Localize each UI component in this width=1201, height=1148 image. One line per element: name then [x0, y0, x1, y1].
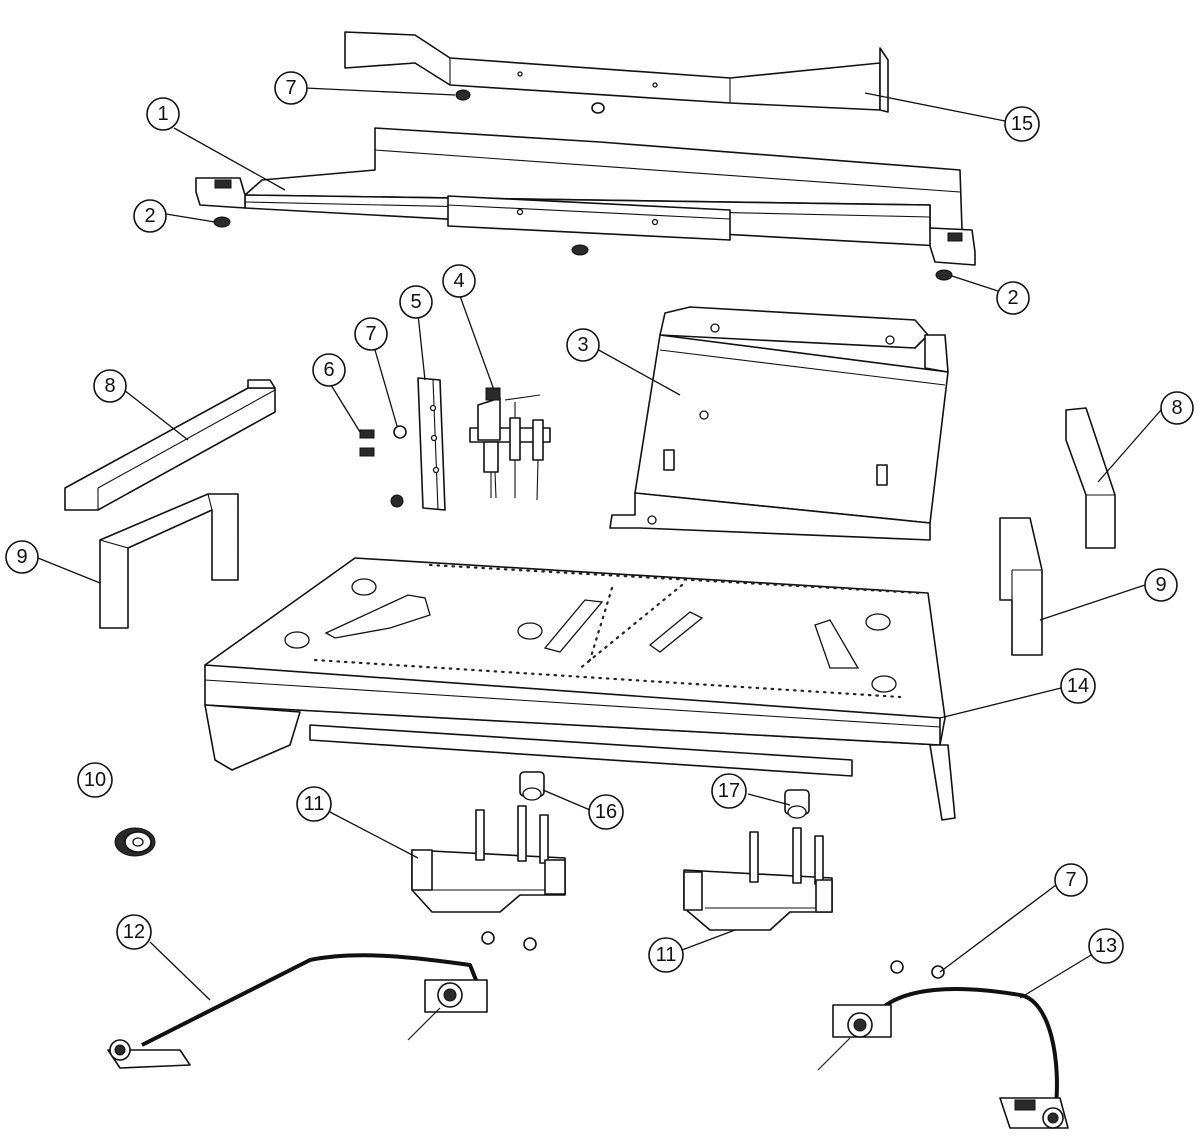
part-11-bracket-left: [411, 805, 566, 913]
callout-label: 2: [1007, 287, 1018, 309]
nut-7-bracket-top: [393, 425, 407, 439]
callout-9-right: 9: [1144, 568, 1178, 602]
callout-17: 17: [711, 773, 747, 809]
callout-5: 5: [399, 285, 433, 319]
callout-1: 1: [146, 97, 180, 131]
callout-label: 8: [1171, 397, 1182, 419]
callout-label: 11: [304, 793, 325, 815]
callout-label: 8: [104, 375, 115, 397]
callout-3: 3: [566, 328, 600, 362]
callout-label: 2: [144, 205, 155, 227]
callout-label: 9: [16, 546, 27, 568]
nut-7-bracket-bottom: [390, 494, 404, 508]
callout-label: 16: [595, 801, 617, 823]
callout-label: 14: [1067, 675, 1089, 697]
part-9-bracket-left: [99, 493, 239, 629]
callout-label: 7: [365, 323, 376, 345]
nut-7-top-left: [455, 89, 471, 101]
callout-label: 4: [453, 270, 464, 292]
callout-14: 14: [1060, 668, 1096, 704]
part-17-orifice: [784, 789, 810, 819]
part-8-bracket-right: [1065, 407, 1116, 549]
part-16-orifice: [519, 771, 545, 801]
callout-label: 11: [656, 944, 677, 966]
callout-label: 6: [323, 359, 334, 381]
callout-label: 5: [410, 291, 421, 313]
callout-15: 15: [1004, 106, 1040, 142]
callout-4: 4: [442, 264, 476, 298]
callout-label: 9: [1155, 574, 1166, 596]
nuts-right: [890, 960, 945, 979]
screws-6: [359, 429, 375, 457]
part-4-pilot-assembly: [469, 387, 551, 501]
callout-label: 7: [1065, 869, 1076, 891]
callout-7-bracket: 7: [354, 317, 388, 351]
callout-16: 16: [588, 794, 624, 830]
nut-2-center: [571, 244, 589, 256]
callout-label: 13: [1095, 935, 1117, 957]
callout-10: 10: [77, 762, 113, 798]
callout-7-right: 7: [1054, 863, 1088, 897]
nut-2-right: [935, 269, 953, 281]
callout-label: 7: [285, 77, 296, 99]
callout-label: 15: [1011, 113, 1033, 135]
part-5-mounting-bracket: [417, 377, 446, 511]
leader-lines: [37, 87, 1162, 1001]
callout-9-left: 9: [5, 540, 39, 574]
callout-11-right: 11: [648, 937, 684, 973]
part-1-support-rail: [195, 127, 976, 266]
callout-label: 3: [577, 334, 588, 356]
callout-label: 1: [157, 103, 168, 125]
part-10-grommet: [114, 827, 156, 857]
callout-8-left: 8: [93, 369, 127, 403]
nut-7-top-right: [591, 102, 605, 114]
part-15-heat-shield: [344, 31, 889, 113]
part-8-bracket-left: [64, 379, 276, 511]
part-11-bracket-right: [683, 827, 833, 931]
part-14-burner-tray: [204, 557, 956, 821]
callout-2-left: 2: [133, 199, 167, 233]
part-13-ignition-wire: [817, 987, 1069, 1129]
callout-8-right: 8: [1160, 391, 1194, 425]
callout-6: 6: [312, 353, 346, 387]
callout-11-left: 11: [296, 786, 332, 822]
callout-label: 17: [718, 780, 740, 802]
callout-12: 12: [116, 914, 152, 950]
callout-label: 10: [84, 769, 106, 791]
part-9-bracket-right: [999, 517, 1043, 656]
nut-2-left: [213, 216, 231, 228]
callout-2-right: 2: [996, 281, 1030, 315]
nuts-middle: [481, 931, 537, 951]
part-12-ignition-wire: [107, 953, 488, 1069]
callout-13: 13: [1088, 928, 1124, 964]
callout-7-top: 7: [274, 71, 308, 105]
callout-label: 12: [123, 921, 145, 943]
part-3-deflector-plate: [609, 306, 949, 541]
